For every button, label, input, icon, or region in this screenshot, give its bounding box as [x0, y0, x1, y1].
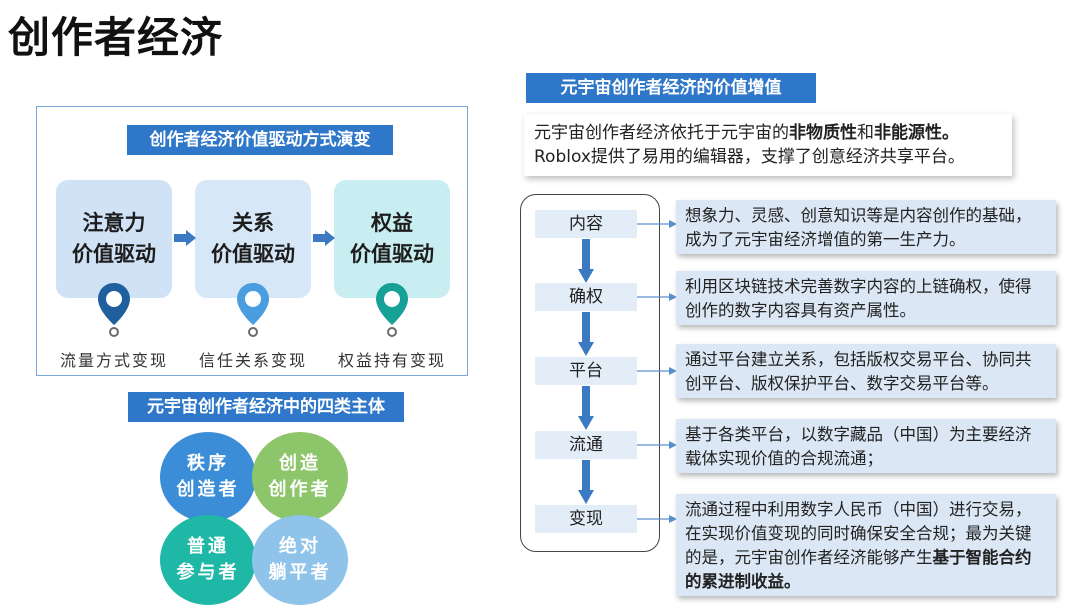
subject-line2: 创造者 — [176, 479, 240, 500]
location-pin-icon — [237, 283, 269, 325]
location-pin-icon — [376, 283, 408, 325]
driver-caption: 流量方式变现 — [59, 351, 168, 370]
driver-card-rights: 权益 价值驱动 — [334, 180, 450, 298]
subject-line2: 躺平者 — [268, 562, 332, 583]
step-content: 内容 — [535, 210, 637, 238]
intro-line2: Roblox提供了易用的编辑器，支撑了创意经济共享平台。 — [534, 147, 965, 167]
intro-box: 元宇宙创作者经济依托于元宇宙的非物质性和非能源性。 Roblox提供了易用的编辑… — [524, 114, 1012, 176]
desc-monetize: 流通过程中利用数字人民币（中国）进行交易，在实现价值变现的同时确保安全合规；最为… — [676, 494, 1056, 596]
driver-card-attention: 注意力 价值驱动 — [56, 180, 172, 298]
arrow-down-icon — [578, 239, 594, 283]
process-flow — [520, 194, 660, 552]
step-rights: 确权 — [535, 283, 637, 311]
driver-line1: 关系 — [232, 211, 274, 235]
evolution-title: 创作者经济价值驱动方式演变 — [127, 125, 393, 155]
arrow-right-icon — [313, 230, 335, 246]
driver-line1: 注意力 — [82, 211, 146, 235]
driver-line2: 价值驱动 — [211, 242, 295, 266]
arrow-down-icon — [578, 312, 594, 356]
subject-participant: 普通 参与者 — [160, 515, 256, 605]
intro-mid: 和 — [857, 123, 874, 143]
connector-arrow-icon — [637, 220, 677, 228]
location-pin-icon — [98, 283, 130, 325]
value-add-title: 元宇宙创作者经济的价值增值 — [526, 73, 816, 103]
desc-content: 想象力、灵感、创意知识等是内容创作的基础，成为了元宇宙经济增值的第一生产力。 — [676, 200, 1056, 254]
connector-arrow-icon — [637, 515, 677, 523]
arrow-down-icon — [578, 386, 594, 430]
subject-line2: 创作者 — [268, 479, 332, 500]
marker-dot — [109, 327, 119, 337]
arrow-down-icon — [578, 460, 594, 504]
desc-rights: 利用区块链技术完善数字内容的上链确权，使得创作的数字内容具有资产属性。 — [676, 271, 1056, 325]
connector-arrow-icon — [637, 441, 677, 449]
driver-line1: 权益 — [371, 211, 413, 235]
driver-line2: 价值驱动 — [72, 242, 156, 266]
subject-line1: 绝对 — [279, 536, 321, 557]
intro-pre: 元宇宙创作者经济依托于元宇宙的 — [534, 123, 789, 143]
step-circulation: 流通 — [535, 431, 637, 459]
page-title: 创作者经济 — [8, 13, 224, 62]
subject-creator: 创造 创作者 — [252, 432, 348, 522]
subject-line2: 参与者 — [176, 562, 240, 583]
subject-lying-flat: 绝对 躺平者 — [252, 515, 348, 605]
subject-line1: 秩序 — [187, 453, 229, 474]
driver-caption: 权益持有变现 — [337, 351, 446, 370]
desc-monetize-text: 流通过程中利用数字人民币（中国）进行交易，在实现价值变现的同时确保安全合规；最为… — [685, 500, 1032, 567]
marker-dot — [248, 327, 258, 337]
marker-dot — [387, 327, 397, 337]
connector-arrow-icon — [637, 367, 677, 375]
intro-bold2: 非能源性。 — [874, 123, 959, 143]
desc-platform: 通过平台建立关系，包括版权交易平台、协同共创平台、版权保护平台、数字交易平台等。 — [676, 344, 1056, 398]
subject-order-creator: 秩序 创造者 — [160, 432, 256, 522]
intro-bold1: 非物质性 — [789, 123, 857, 143]
driver-card-relation: 关系 价值驱动 — [195, 180, 311, 298]
subject-line1: 普通 — [187, 536, 229, 557]
connector-arrow-icon — [637, 293, 677, 301]
step-platform: 平台 — [535, 357, 637, 385]
four-subjects-title: 元宇宙创作者经济中的四类主体 — [128, 392, 404, 422]
desc-monetize-bold: 基于智能合约的累进制收益。 — [685, 548, 1032, 591]
desc-circulation: 基于各类平台，以数字藏品（中国）为主要经济载体实现价值的合规流通； — [676, 419, 1056, 473]
subject-line1: 创造 — [279, 453, 321, 474]
arrow-right-icon — [174, 230, 196, 246]
driver-caption: 信任关系变现 — [198, 351, 307, 370]
driver-line2: 价值驱动 — [350, 242, 434, 266]
step-monetize: 变现 — [535, 505, 637, 533]
intro-line1: 元宇宙创作者经济依托于元宇宙的非物质性和非能源性。 — [534, 121, 1002, 145]
value-driver-panel: 创作者经济价值驱动方式演变 注意力 价值驱动 关系 价值驱动 权益 价值驱动 流… — [36, 106, 468, 376]
